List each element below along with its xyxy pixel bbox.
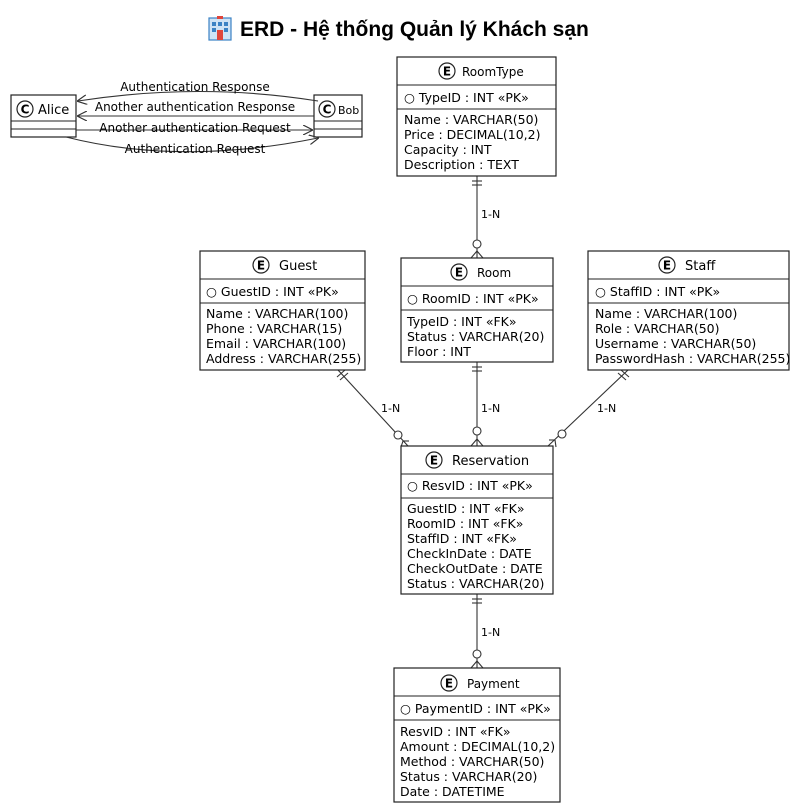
entity-payment: E Payment ○ PaymentID : INT «PK» ResvID … (393, 667, 561, 803)
entity-attribute: Role : VARCHAR(50) (595, 321, 719, 336)
class-marker-icon (318, 100, 336, 118)
entity-attribute: Phone : VARCHAR(15) (206, 321, 342, 336)
entity-attribute: PasswordHash : VARCHAR(255) (595, 351, 790, 366)
entity-name: Staff (685, 259, 716, 274)
message-label: Another authentication Request (99, 121, 291, 135)
entity-marker: E (445, 677, 453, 691)
entity-attribute: CheckInDate : DATE (407, 546, 532, 561)
entity-name: RoomType (462, 65, 524, 79)
entity-marker: E (443, 65, 451, 79)
entity-name: Guest (279, 259, 317, 274)
message-label: Another authentication Response (95, 100, 295, 114)
message-label: Authentication Request (125, 142, 266, 156)
relationship-staff-reservation: 1-N (547, 369, 630, 448)
entity-marker-icon (252, 256, 270, 274)
entity-attribute: GuestID : INT «FK» (407, 501, 525, 516)
entity-marker-icon (425, 451, 443, 469)
relationship-label: 1-N (481, 626, 500, 639)
entity-attribute: RoomID : INT «FK» (407, 516, 523, 531)
entity-key: ○ StaffID : INT «PK» (595, 284, 720, 299)
relationship-guest-reservation: 1-N (336, 369, 409, 448)
entity-marker-icon (438, 62, 456, 80)
participant-bob: C Bob (313, 94, 363, 138)
message-4: Authentication Request (65, 137, 318, 156)
entity-attribute: Status : VARCHAR(20) (400, 769, 537, 784)
message-2: Another authentication Response (78, 100, 314, 116)
participant-name: Alice (38, 103, 69, 118)
entity-attribute: Price : DECIMAL(10,2) (404, 127, 540, 142)
entity-marker-icon (658, 256, 676, 274)
entity-attribute: Name : VARCHAR(100) (595, 306, 737, 321)
message-1: Authentication Response (78, 80, 319, 102)
entity-marker-icon (450, 263, 468, 281)
relationship-label: 1-N (481, 402, 500, 415)
entity-attribute: Date : DATETIME (400, 784, 505, 799)
entity-marker: E (257, 259, 265, 273)
entity-key: ○ PaymentID : INT «PK» (400, 701, 551, 716)
entity-attribute: Status : VARCHAR(20) (407, 576, 544, 591)
entity-marker: E (663, 259, 671, 273)
entity-marker: E (455, 266, 463, 280)
entity-attribute: Amount : DECIMAL(10,2) (400, 739, 555, 754)
entity-attribute: Name : VARCHAR(100) (206, 306, 348, 321)
relationship-roomtype-room: 1-N (470, 176, 500, 259)
entity-attribute: Name : VARCHAR(50) (404, 112, 538, 127)
message-arrow (65, 137, 318, 153)
entity-key: ○ TypeID : INT «PK» (404, 90, 529, 105)
relationship-room-reservation: 1-N (470, 362, 500, 447)
entity-room: E Room ○ RoomID : INT «PK» TypeID : INT … (400, 257, 554, 363)
entity-attribute: Email : VARCHAR(100) (206, 336, 346, 351)
entity-marker-icon (440, 674, 458, 692)
message-label: Authentication Response (120, 80, 270, 94)
entity-attribute: Floor : INT (407, 344, 471, 359)
class-marker-icon (16, 100, 34, 118)
participant-name: Bob (338, 104, 359, 117)
entity-attribute: Status : VARCHAR(20) (407, 329, 544, 344)
entity-attribute: StaffID : INT «FK» (407, 531, 517, 546)
participant-marker: C (21, 103, 30, 117)
message-arrow (78, 90, 319, 102)
entity-name: Reservation (452, 454, 529, 469)
entity-attribute: Address : VARCHAR(255) (206, 351, 361, 366)
entity-attribute: TypeID : INT «FK» (406, 314, 517, 329)
entity-attribute: ResvID : INT «FK» (400, 724, 511, 739)
relationship-label: 1-N (481, 208, 500, 221)
relationship-label: 1-N (381, 402, 400, 415)
entity-attribute: Description : TEXT (404, 157, 519, 172)
entity-name: Room (477, 266, 511, 280)
participant-marker: C (323, 103, 332, 117)
entity-attribute: Username : VARCHAR(50) (595, 336, 756, 351)
relationship-label: 1-N (597, 402, 616, 415)
diagram-title: ERD - Hệ thống Quản lý Khách sạn (208, 16, 589, 41)
entity-name: Payment (467, 677, 520, 691)
entity-key: ○ RoomID : INT «PK» (407, 291, 539, 306)
page-title: ERD - Hệ thống Quản lý Khách sạn (240, 18, 589, 41)
entity-attribute: Method : VARCHAR(50) (400, 754, 544, 769)
hotel-icon (208, 16, 232, 41)
entity-roomtype: E RoomType ○ TypeID : INT «PK» Name : VA… (396, 56, 557, 177)
entity-key: ○ ResvID : INT «PK» (407, 478, 533, 493)
entity-attribute: Capacity : INT (404, 142, 492, 157)
entity-staff: E Staff ○ StaffID : INT «PK» Name : VARC… (587, 250, 790, 371)
participant-alice: C Alice (10, 94, 77, 138)
relationship-reservation-payment: 1-N (470, 594, 500, 669)
entity-marker: E (430, 454, 438, 468)
entity-attribute: CheckOutDate : DATE (407, 561, 543, 576)
entity-reservation: E Reservation ○ ResvID : INT «PK» GuestI… (400, 445, 554, 595)
message-3: Another authentication Request (76, 121, 312, 135)
entity-guest: E Guest ○ GuestID : INT «PK» Name : VARC… (199, 250, 366, 371)
entity-key: ○ GuestID : INT «PK» (206, 284, 339, 299)
